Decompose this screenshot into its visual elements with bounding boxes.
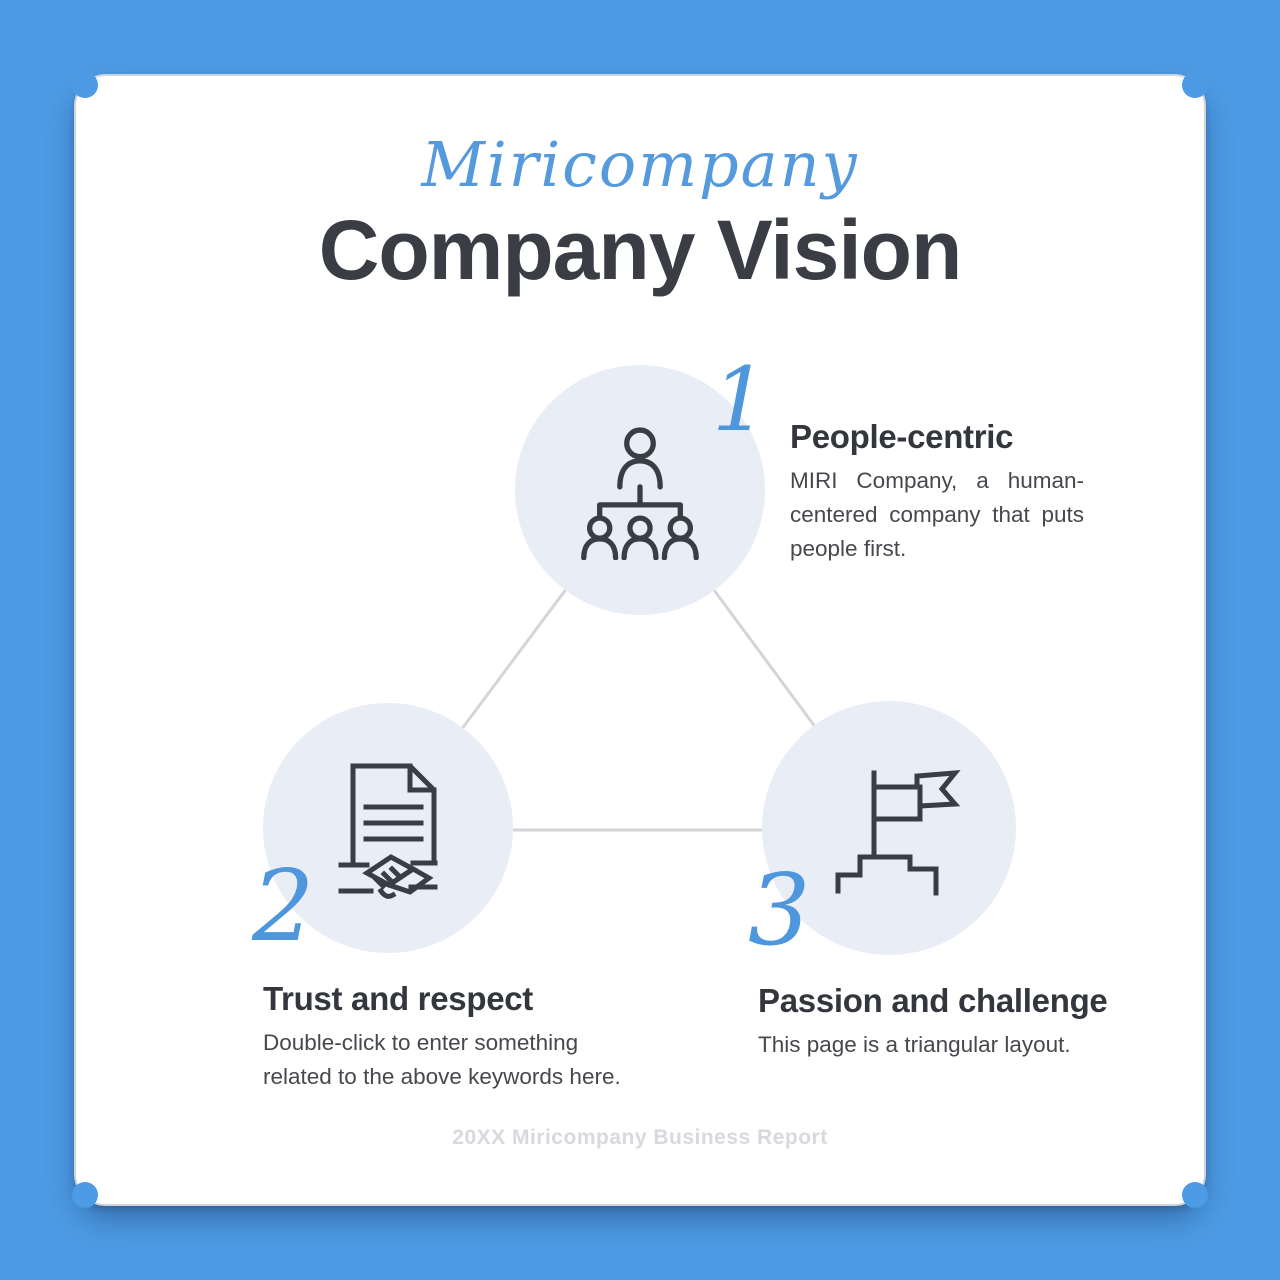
corner-notch-bottom-left: [72, 1182, 98, 1208]
page-title: Company Vision: [318, 203, 963, 297]
step-number-1: 1: [712, 348, 768, 451]
corner-notch-bottom-right: [1182, 1182, 1208, 1208]
step-number-3: 3: [748, 854, 811, 968]
corner-notch-top-left: [72, 72, 98, 98]
flag-steps-icon: [835, 770, 961, 896]
body-line: people first.: [790, 536, 907, 561]
body-line: MIRI Company, a human-: [790, 468, 1084, 493]
slide-card: [76, 76, 1204, 1204]
footer-text: 20XX Miricompany Business Report: [452, 1126, 828, 1149]
body-line: This page is a triangular layout.: [758, 1032, 1071, 1057]
item-block-people-centric: People-centric MIRI Company, a human- ce…: [790, 418, 1084, 566]
body-line: Double-click to enter something: [263, 1030, 579, 1055]
item-title: Trust and respect: [263, 980, 533, 1017]
corner-notch-top-right: [1182, 72, 1208, 98]
document-handshake-icon: [338, 763, 438, 899]
body-line: centered company that puts: [790, 502, 1084, 527]
circle-trust-respect: [263, 703, 513, 953]
circle-passion-challenge: [762, 701, 1016, 955]
item-block-trust-respect: Trust and respect Double-click to enter …: [263, 980, 663, 1094]
org-chart-icon: [581, 427, 699, 560]
item-title: People-centric: [790, 418, 1014, 455]
item-title: Passion and challenge: [758, 982, 1108, 1019]
body-line: related to the above keywords here.: [263, 1064, 621, 1089]
circle-people-centric: [515, 365, 765, 615]
brand-script-text: Miricompany: [421, 128, 859, 201]
item-block-passion-challenge: Passion and challenge This page is a tri…: [758, 982, 1178, 1062]
step-number-2: 2: [252, 850, 315, 964]
